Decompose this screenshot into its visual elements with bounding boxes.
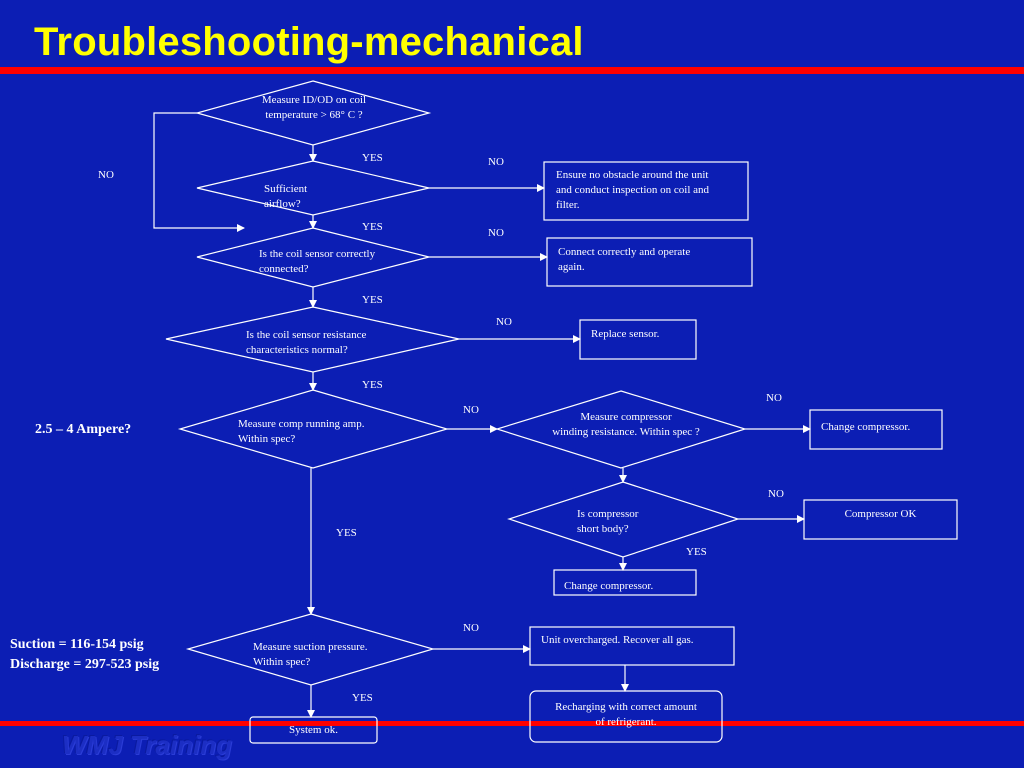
top-red-bar bbox=[0, 67, 1024, 74]
decision-line: winding resistance. Within spec ? bbox=[552, 426, 700, 438]
label-no: NO bbox=[488, 227, 504, 239]
decision-line: temperature > 68° C ? bbox=[265, 109, 363, 121]
label-yes: YES bbox=[336, 527, 357, 539]
note-suction: Suction = 116-154 psig bbox=[10, 637, 144, 652]
decision-text-sensor-connected: Is the coil sensor correctly connected? bbox=[259, 247, 375, 277]
action-line: again. bbox=[558, 261, 585, 273]
decision-winding bbox=[494, 390, 748, 469]
action-text-change-compressor-2: Change compressor. bbox=[564, 580, 654, 592]
action-text-ensure-obstacle: Ensure no obstacle around the unit and c… bbox=[556, 168, 709, 213]
label-no: NO bbox=[463, 404, 479, 416]
action-line: filter. bbox=[556, 199, 580, 211]
decision-line: Is compressor bbox=[577, 508, 639, 520]
decision-comp-amp bbox=[177, 389, 450, 469]
label-no: NO bbox=[463, 622, 479, 634]
decision-text-coil-temp: Measure ID/OD on coil temperature > 68° … bbox=[252, 93, 376, 123]
decision-line: Measure ID/OD on coil bbox=[261, 94, 367, 106]
decision-line: Sufficient bbox=[264, 183, 308, 195]
page-title: Troubleshooting-mechanical bbox=[34, 20, 584, 64]
note-discharge: Discharge = 297-523 psig bbox=[10, 657, 160, 672]
label-yes: YES bbox=[362, 379, 383, 391]
decision-text-suction: Measure suction pressure. Within spec? bbox=[253, 640, 368, 670]
decision-line: Measure suction pressure. bbox=[253, 641, 368, 653]
action-text-recharging: Recharging with correct amount of refrig… bbox=[530, 700, 722, 730]
action-line: and conduct inspection on coil and bbox=[556, 184, 710, 196]
label-no: NO bbox=[98, 169, 114, 181]
label-no: NO bbox=[488, 156, 504, 168]
bottom-red-bar bbox=[0, 721, 1024, 726]
decision-line: Measure compressor bbox=[580, 411, 672, 423]
decision-text-short-body: Is compressor short body? bbox=[577, 507, 638, 537]
action-text-connect-correctly: Connect correctly and operate again. bbox=[558, 245, 690, 275]
label-no: NO bbox=[768, 488, 784, 500]
decision-line: connected? bbox=[259, 263, 309, 275]
decision-line: Is the coil sensor correctly bbox=[259, 248, 376, 260]
decision-text-winding: Measure compressor winding resistance. W… bbox=[538, 410, 714, 440]
action-text-system-ok: System ok. bbox=[289, 724, 338, 736]
decision-text-comp-amp: Measure comp running amp. Within spec? bbox=[238, 417, 364, 447]
label-no: NO bbox=[496, 316, 512, 328]
action-line: Recharging with correct amount bbox=[555, 701, 697, 713]
action-line: Connect correctly and operate bbox=[558, 246, 691, 258]
decision-text-sensor-resistance: Is the coil sensor resistance characteri… bbox=[246, 328, 366, 358]
label-yes: YES bbox=[686, 546, 707, 558]
decision-line: short body? bbox=[577, 523, 629, 535]
label-yes: YES bbox=[352, 692, 373, 704]
label-yes: YES bbox=[362, 294, 383, 306]
action-text-change-compressor-1: Change compressor. bbox=[821, 421, 911, 433]
box-connect-correctly bbox=[546, 237, 753, 287]
decision-text-airflow: Sufficient airflow? bbox=[264, 182, 307, 212]
action-text-overcharged: Unit overcharged. Recover all gas. bbox=[541, 634, 694, 646]
decision-line: characteristics normal? bbox=[246, 344, 348, 356]
decision-line: Within spec? bbox=[238, 433, 296, 445]
label-yes: YES bbox=[362, 152, 383, 164]
footer-logo: WMJ Training bbox=[62, 730, 232, 760]
decision-line: airflow? bbox=[264, 198, 301, 210]
decision-line: Is the coil sensor resistance bbox=[246, 329, 367, 341]
action-text-compressor-ok: Compressor OK bbox=[844, 508, 917, 520]
decision-line: Within spec? bbox=[253, 656, 311, 668]
label-no: NO bbox=[766, 392, 782, 404]
note-ampere: 2.5 – 4 Ampere? bbox=[35, 422, 132, 437]
decision-line: Measure comp running amp. bbox=[238, 418, 365, 430]
label-yes: YES bbox=[362, 221, 383, 233]
action-line: Ensure no obstacle around the unit bbox=[556, 169, 709, 181]
decision-airflow bbox=[196, 160, 430, 216]
action-line: of refrigerant. bbox=[595, 716, 657, 728]
action-text-replace-sensor: Replace sensor. bbox=[591, 328, 660, 340]
